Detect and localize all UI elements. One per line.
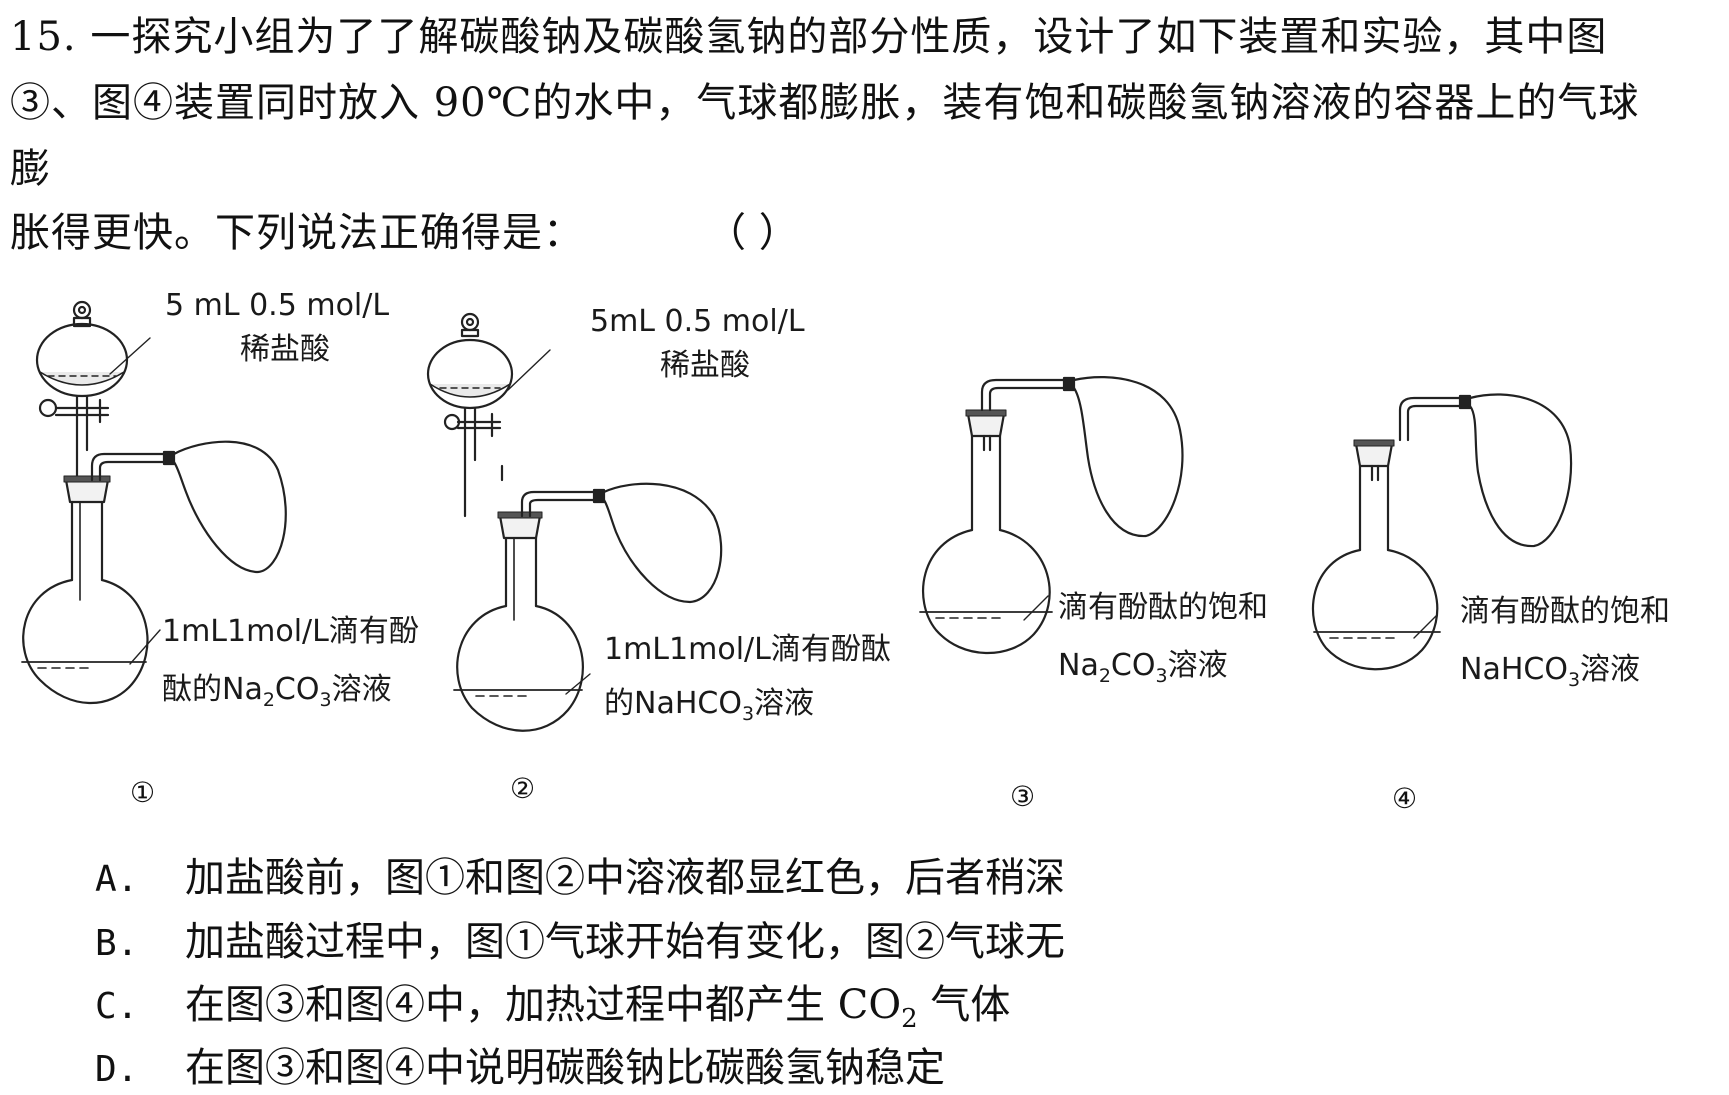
figure-2-acid-quantity: 5mL 0.5 mol/L xyxy=(590,304,805,339)
option-d[interactable]: D. 在图③和图④中说明碳酸钠比碳酸氢钠稳定 xyxy=(95,1043,945,1095)
option-a[interactable]: A. 加盐酸前，图①和图②中溶液都显红色，后者稍深 xyxy=(95,853,1065,905)
figure-4-solution-line-2: NaHCO3溶液 xyxy=(1460,652,1641,691)
option-a-letter: A. xyxy=(95,859,139,900)
apparatus-figures: 5 mL 0.5 mol/L 稀盐酸 1mL1mol/L滴有酚 酞的Na2CO3… xyxy=(0,280,1729,824)
figure-2-apparatus xyxy=(426,312,723,732)
figure-1-number: ① xyxy=(130,776,156,809)
question-line-2: ③、图④装置同时放入 90℃的水中，气球都膨胀，装有饱和碳酸氢钠溶液的容器上的气… xyxy=(10,80,1640,126)
figure-1-acid-name: 稀盐酸 xyxy=(240,332,330,367)
question-line-3: 膨 xyxy=(10,146,51,192)
figure-1-acid-quantity: 5 mL 0.5 mol/L xyxy=(165,288,390,323)
option-c[interactable]: C. 在图③和图④中，加热过程中都产生 CO2 气体 xyxy=(95,980,1010,1044)
option-d-letter: D. xyxy=(95,1049,139,1090)
question-line-1: 15. 一探究小组为了了解碳酸钠及碳酸氢钠的部分性质，设计了如下装置和实验，其中… xyxy=(10,14,1608,60)
figure-1-solution-line-1: 1mL1mol/L滴有酚 xyxy=(162,614,419,649)
question-line-4: 胀得更快。下列说法正确得是： xyxy=(10,210,584,256)
figure-1-apparatus xyxy=(21,300,287,705)
option-b[interactable]: B. 加盐酸过程中，图①气球开始有变化，图②气球无 xyxy=(95,917,1065,969)
option-a-text: 加盐酸前，图①和图②中溶液都显红色，后者稍深 xyxy=(185,855,1065,901)
option-b-text: 加盐酸过程中，图①气球开始有变化，图②气球无 xyxy=(185,919,1065,965)
figure-2-number: ② xyxy=(510,772,536,805)
answer-blank[interactable]: （ ） xyxy=(706,210,799,256)
option-b-letter: B. xyxy=(95,923,139,964)
figure-4-solution-line-1: 滴有酚酞的饱和 xyxy=(1460,594,1670,629)
figure-3-solution-line-1: 滴有酚酞的饱和 xyxy=(1058,590,1268,625)
figure-2-acid-name: 稀盐酸 xyxy=(660,348,750,383)
figure-1-solution-line-2: 酞的Na2CO3溶液 xyxy=(162,672,392,711)
figure-3-solution-line-2: Na2CO3溶液 xyxy=(1058,648,1228,687)
option-c-letter: C. xyxy=(95,986,139,1027)
figure-2-solution-line-1: 1mL1mol/L滴有酚酞 xyxy=(604,632,891,667)
option-d-text: 在图③和图④中说明碳酸钠比碳酸氢钠稳定 xyxy=(185,1045,945,1091)
figure-4-number: ④ xyxy=(1392,782,1418,815)
apparatus-drawings xyxy=(21,300,1573,732)
figure-3-apparatus xyxy=(919,375,1184,655)
option-c-text: 在图③和图④中，加热过程中都产生 CO2 气体 xyxy=(185,982,1011,1034)
figure-3-number: ③ xyxy=(1010,780,1036,813)
figure-2-solution-line-2: 的NaHCO3溶液 xyxy=(604,686,815,725)
figure-4-apparatus xyxy=(1311,393,1573,671)
